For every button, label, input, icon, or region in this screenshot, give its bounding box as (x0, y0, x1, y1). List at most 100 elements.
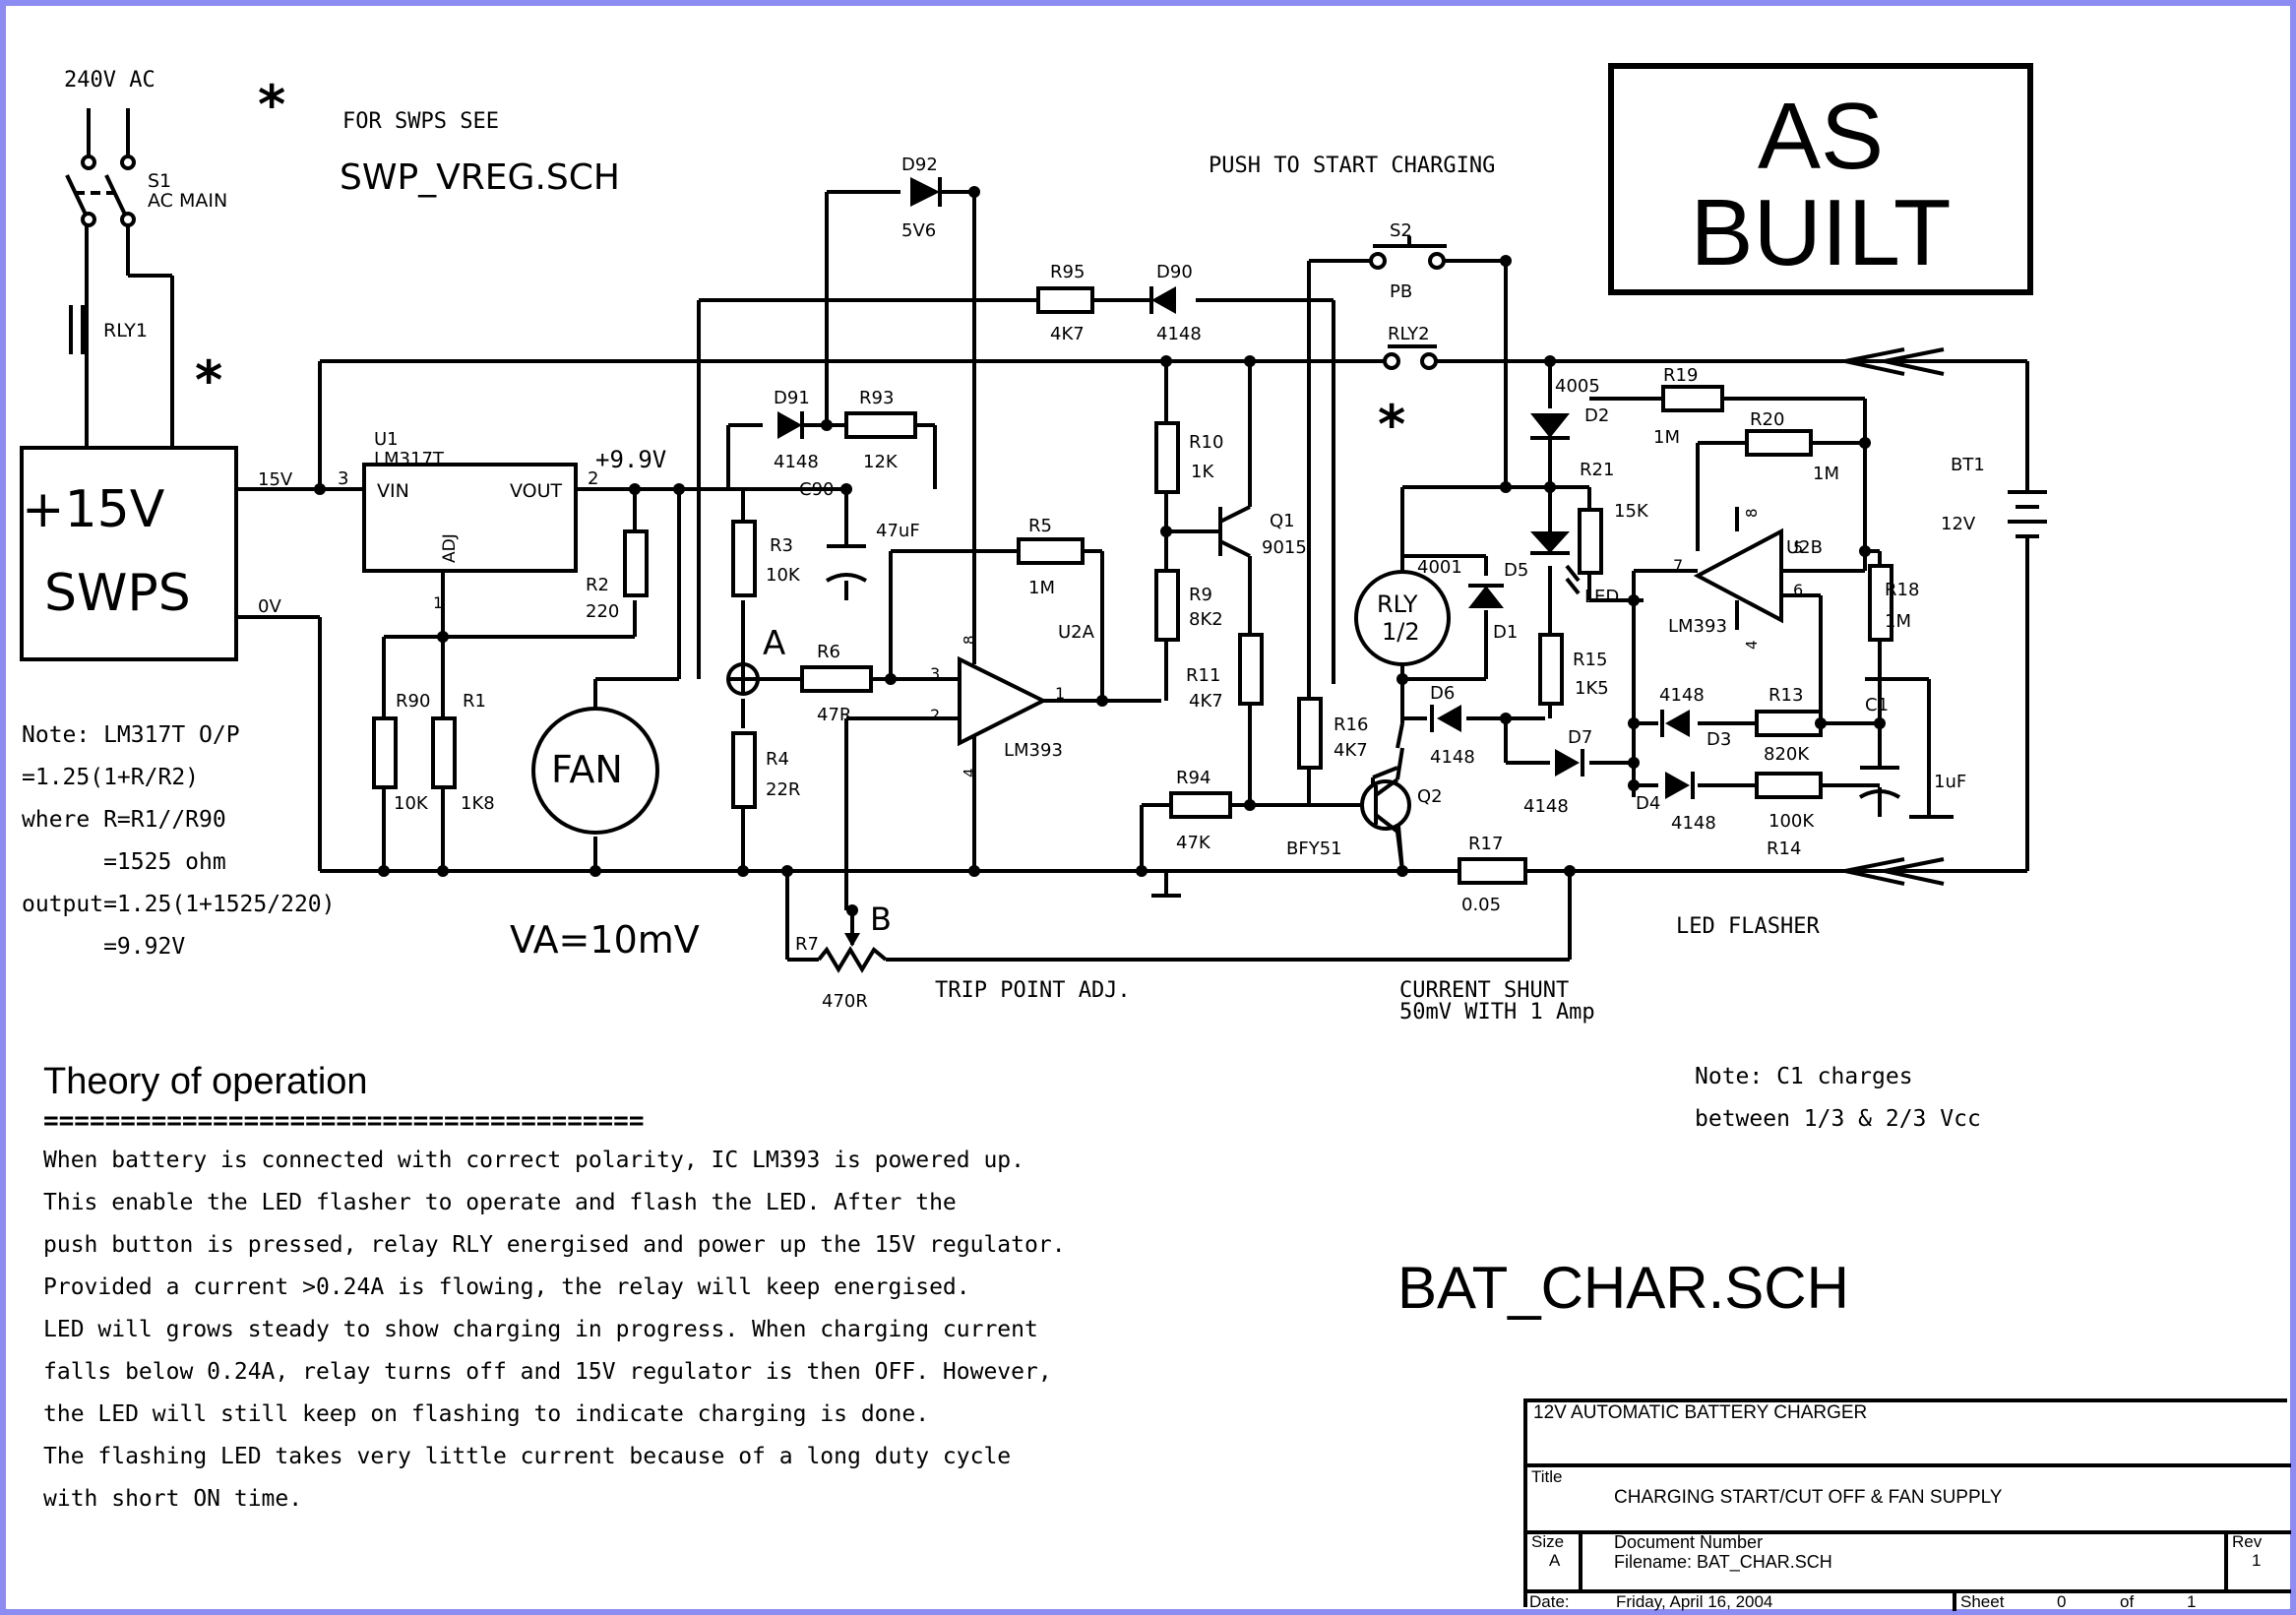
component-label: 1uF (1934, 772, 1966, 792)
theory-line: with short ON time. (43, 1486, 303, 1512)
component-label: 4005 (1555, 376, 1600, 397)
r90-resistor (372, 716, 398, 789)
component-label: D91 (774, 388, 810, 408)
component-label: BFY51 (1286, 839, 1342, 859)
r95-resistor (1036, 286, 1094, 314)
component-label: 2 (588, 468, 598, 489)
component-label: 4148 (1156, 324, 1202, 344)
r13-resistor (1755, 710, 1823, 737)
theory-underline: ======================================= (43, 1106, 645, 1136)
component-label: 3 (338, 468, 348, 489)
component-label: 6 (1793, 581, 1803, 599)
d90-diode (1151, 286, 1176, 314)
component-label: R7 (795, 934, 819, 955)
component-labels: 240V AC S1 AC MAIN RLY1 * * * FOR SWPS S… (22, 68, 1985, 1025)
r2-resistor (623, 529, 649, 597)
va-label: VA=10mV (510, 918, 700, 962)
note-line: output=1.25(1+1525/220) (22, 892, 336, 917)
component-label: 1K (1191, 462, 1214, 482)
component-label: R1 (463, 691, 486, 712)
component-label: D7 (1568, 727, 1592, 748)
component-label: LM393 (1668, 616, 1727, 637)
component-label: R13 (1769, 685, 1803, 706)
component-label: 10K (394, 793, 429, 814)
component-label: R94 (1176, 768, 1210, 788)
component-label: 4K7 (1050, 324, 1085, 344)
note-line: where R=R1//R90 (22, 807, 226, 833)
r1-resistor (431, 716, 457, 789)
component-label: B (870, 901, 892, 938)
component-label: 4148 (1671, 813, 1716, 834)
component-label: 47K (1176, 833, 1211, 853)
component-label: 47R (817, 705, 851, 725)
theory-line: When battery is connected with correct p… (43, 1148, 1024, 1173)
r21-resistor (1578, 508, 1603, 575)
component-label: 100K (1769, 811, 1815, 832)
r14-resistor (1755, 772, 1823, 799)
d91-diode (777, 411, 802, 439)
component-label: 50mV WITH 1 Amp (1399, 1000, 1595, 1025)
component-label: 4K7 (1189, 691, 1223, 712)
component-label: ADJ (440, 533, 460, 563)
r93-resistor (844, 411, 917, 439)
theory-of-operation: Theory of operation ====================… (43, 1061, 1224, 1521)
component-label: 9015 (1262, 537, 1307, 558)
component-label: 12K (863, 452, 899, 472)
d1-diode (1468, 586, 1504, 608)
theory-line: the LED will still keep on flashing to i… (43, 1401, 930, 1427)
r9-resistor (1154, 569, 1180, 642)
d92-zener (910, 177, 940, 207)
theory-title: Theory of operation (43, 1061, 368, 1102)
r3-resistor (731, 520, 757, 597)
component-label: 5V6 (901, 220, 936, 241)
theory-line: This enable the LED flasher to operate a… (43, 1190, 957, 1215)
junctions (314, 186, 1886, 916)
r20-resistor (1745, 429, 1813, 457)
component-label: R5 (1028, 516, 1052, 536)
component-label: R10 (1189, 432, 1223, 453)
relay-coil (1354, 570, 1451, 666)
component-label: R90 (396, 691, 430, 712)
component-label: CURRENT SHUNT (1399, 978, 1569, 1003)
component-label: 7 (1673, 556, 1683, 575)
component-label: R4 (766, 749, 789, 770)
drawing-date: Friday, April 16, 2004 (1616, 1592, 1773, 1611)
component-label: 0.05 (1461, 895, 1501, 915)
component-label: 1K8 (461, 793, 495, 814)
component-label: D4 (1636, 793, 1660, 814)
component-label: R15 (1573, 650, 1607, 670)
component-label: RLY (1377, 590, 1418, 618)
component-label: D1 (1493, 622, 1518, 643)
component-label: PB (1390, 281, 1412, 302)
component-label: D6 (1430, 683, 1455, 704)
swps-note: FOR SWPS SEE (342, 109, 499, 134)
u1-regulator (362, 463, 578, 573)
r18-resistor (1868, 564, 1893, 642)
r94-resistor (1169, 791, 1232, 819)
component-label: 2 (930, 706, 940, 724)
component-label: 4148 (1430, 747, 1475, 768)
r6-resistor (800, 665, 873, 693)
component-label: 4 (1743, 640, 1761, 650)
component-label: LED (1584, 587, 1619, 607)
swps-block (20, 446, 238, 661)
component-label: Q2 (1417, 786, 1443, 807)
r10-resistor (1154, 421, 1180, 494)
r5-resistor (1017, 537, 1085, 565)
component-label: D5 (1504, 560, 1528, 581)
component-label: VOUT (510, 480, 563, 502)
lm317-note: Note: LM317T O/P=1.25(1+R/R2)where R=R1/… (22, 714, 336, 968)
component-label: 1M (1885, 611, 1911, 632)
asterisk-2: * (195, 349, 222, 411)
component-label: A (763, 624, 785, 663)
component-label: 22R (766, 779, 800, 800)
swps-text-2: SWPS (44, 564, 191, 623)
component-label: 1M (1813, 464, 1839, 484)
r4-resistor (731, 731, 757, 809)
component-label: 15K (1614, 501, 1649, 522)
component-label: 220 (586, 601, 619, 622)
component-label: 820K (1764, 744, 1810, 765)
component-label: R14 (1767, 839, 1801, 859)
component-label: D92 (901, 155, 938, 175)
